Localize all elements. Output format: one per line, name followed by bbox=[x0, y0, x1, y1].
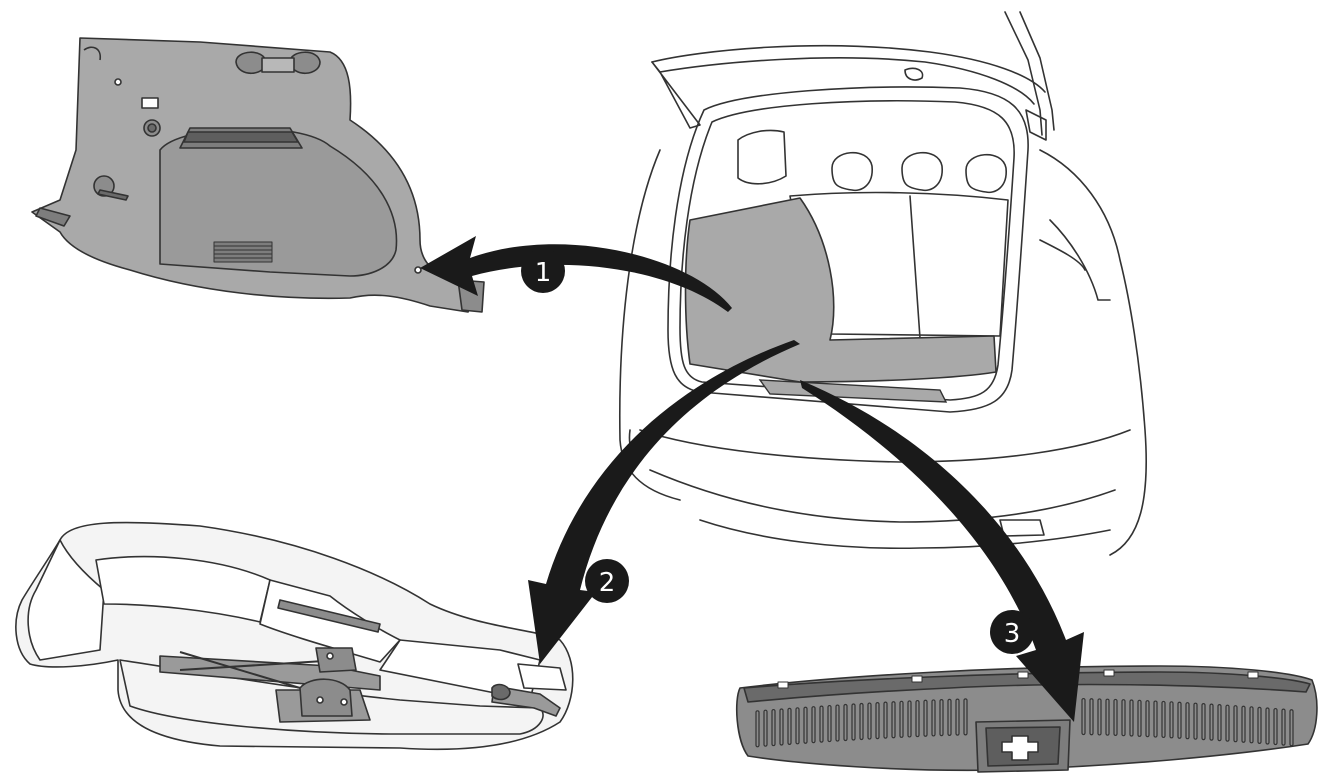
sill-rib bbox=[1113, 698, 1118, 737]
arrow-2 bbox=[528, 340, 800, 664]
callout-3: 3 bbox=[990, 610, 1034, 654]
sill-rib bbox=[1137, 699, 1142, 737]
sill-rib bbox=[1241, 705, 1246, 743]
sill-rib bbox=[787, 707, 792, 746]
sill-rib bbox=[1185, 702, 1190, 740]
sill-rib bbox=[1209, 703, 1214, 741]
sill-rib bbox=[1121, 699, 1126, 737]
sill-rib bbox=[851, 703, 856, 741]
sill-rib bbox=[947, 698, 952, 736]
arrow-3 bbox=[800, 380, 1084, 722]
sill-rib bbox=[811, 706, 816, 744]
sill-rib bbox=[779, 708, 784, 746]
sill-rib bbox=[1097, 698, 1102, 736]
sill-rib bbox=[819, 705, 824, 743]
sill-rib bbox=[891, 701, 896, 739]
sill-rib bbox=[915, 699, 920, 738]
svg-text:1: 1 bbox=[535, 258, 552, 288]
callout-1: 1 bbox=[521, 249, 565, 293]
sill-rib bbox=[755, 710, 760, 748]
sill-rib bbox=[1257, 706, 1262, 744]
sill-rib bbox=[843, 703, 848, 742]
sill-rib bbox=[1089, 698, 1094, 736]
sill-rib bbox=[923, 699, 928, 737]
sill-rib bbox=[1161, 700, 1166, 739]
sill-rib bbox=[803, 706, 808, 744]
svg-text:3: 3 bbox=[1004, 619, 1021, 649]
sill-rib bbox=[827, 704, 832, 743]
sill-rib bbox=[1265, 707, 1270, 745]
sill-ribs bbox=[755, 697, 1294, 748]
arrow-1 bbox=[420, 236, 732, 312]
sill-clips bbox=[777, 669, 1259, 689]
sill-rib bbox=[1193, 702, 1198, 740]
vent-grille bbox=[213, 241, 273, 263]
sill-rib bbox=[859, 702, 864, 741]
sill-rib bbox=[1177, 701, 1182, 739]
tool-tray bbox=[15, 521, 574, 751]
sill-rib bbox=[875, 701, 880, 740]
sill-rib bbox=[867, 702, 872, 740]
sill-rib bbox=[1169, 701, 1174, 739]
sill-rib bbox=[835, 704, 840, 742]
sill-rib bbox=[1145, 700, 1150, 738]
sill-rib bbox=[1273, 707, 1278, 746]
callout-2: 2 bbox=[585, 559, 629, 603]
sill-rib bbox=[1233, 705, 1238, 743]
sill-rib bbox=[963, 698, 968, 736]
sill-rib bbox=[1289, 709, 1294, 747]
sill-rib bbox=[1281, 708, 1286, 746]
sill-rib bbox=[1249, 706, 1254, 744]
sill-rib bbox=[795, 707, 800, 745]
sill-rib bbox=[955, 698, 960, 736]
sill-rib bbox=[771, 708, 776, 747]
scissor-jack bbox=[159, 647, 381, 723]
side-trim-panel bbox=[31, 37, 485, 313]
arrows bbox=[420, 236, 1084, 722]
sill-rib bbox=[931, 699, 936, 737]
sill-rib bbox=[899, 700, 904, 738]
sill-rib bbox=[763, 709, 768, 747]
sill-rib bbox=[883, 701, 888, 739]
sill-rib bbox=[907, 700, 912, 738]
sill-rib bbox=[1105, 698, 1110, 736]
sill-rib bbox=[1201, 703, 1206, 741]
sill-rib bbox=[1129, 699, 1134, 737]
sill-rib bbox=[939, 699, 944, 737]
sill-plate bbox=[735, 665, 1318, 773]
plus-icon bbox=[1001, 735, 1039, 761]
sill-rib bbox=[1153, 700, 1158, 738]
latch-cutout bbox=[975, 719, 1071, 773]
sill-rib bbox=[1217, 704, 1222, 742]
svg-text:2: 2 bbox=[599, 568, 616, 598]
sill-rib bbox=[1081, 697, 1086, 736]
sill-rib bbox=[1225, 704, 1230, 742]
